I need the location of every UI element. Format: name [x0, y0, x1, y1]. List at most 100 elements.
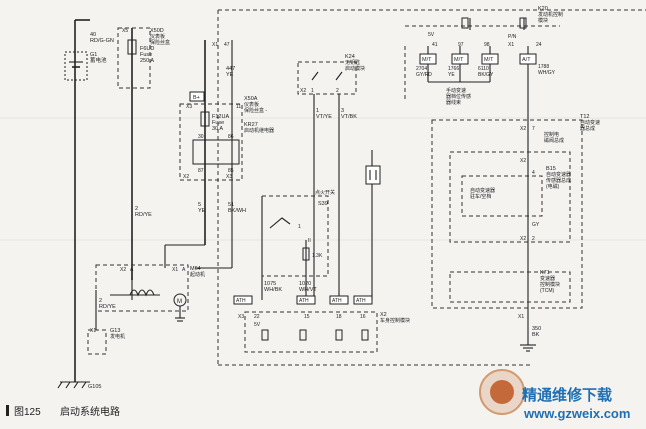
generator-ref: G13 [110, 328, 120, 334]
k20-pin-98: 98 [484, 42, 490, 48]
x50d-fuse-label: Fuse [140, 52, 152, 58]
t12-gy: GY [532, 222, 540, 228]
generator-wire-color: RD/YE [99, 304, 116, 310]
x50a-wire447c: YE [226, 72, 234, 78]
starter-wiring: 2 RD/YE 5 YE 51 BK/WH [131, 180, 246, 280]
k24-pin1: 1 [311, 88, 314, 94]
x2-pin-22: 22 [254, 314, 260, 320]
k24-w2c: VT/BK [341, 114, 357, 120]
starter-box [95, 264, 189, 312]
generator-g13: 2 RD/YE X1 G13 发电机 [87, 290, 125, 355]
x2-pin-18: 18 [336, 314, 342, 320]
signal-arrow-icon [365, 165, 381, 185]
x50d-desc1: 仪表板 [150, 33, 165, 40]
s39-box [261, 195, 329, 277]
relay-pin-86: 86 [228, 134, 234, 140]
s39-w2c: WH/VT [299, 287, 317, 293]
k24-w2: 3 [341, 108, 344, 114]
k20-ref: K20 [538, 6, 548, 12]
tr-wire-1: 2704 [416, 66, 427, 72]
relay-kr27-icon [192, 139, 240, 165]
battery-g1: 40 RD/G-GN G1 蓄电池 [64, 19, 114, 350]
x50a-fuse-label: Fuse [212, 120, 224, 126]
ground-g105: G105 [57, 350, 101, 390]
transmission-t12: T12 自动变速 器总成 X2 7 控制电 磁阀总成 X2 B15 自动变速器 … [431, 64, 600, 352]
module-k20: K20 发动机控制 模块 5V P/N X1 41 97 98 24 [404, 6, 563, 100]
watermark-url: www.gzweix.com [523, 406, 630, 421]
watermark-logo: 精通维修下载 www.gzweix.com [479, 369, 630, 421]
t12-conn2: X1 [518, 314, 524, 320]
x2-pin-16: 16 [360, 314, 366, 320]
k20-pn-label: P/N [508, 34, 517, 40]
t12-conn-b: X2 [520, 158, 526, 164]
ignition-switch-icon [269, 217, 291, 229]
t12-pin3: 2 [532, 236, 535, 242]
caption-figure-number: 图125 [14, 406, 41, 418]
tr-desc3: 器线束 [446, 99, 461, 106]
k20-desc1: 发动机控制 [538, 11, 563, 18]
ground-ref: G105 [88, 384, 101, 390]
caption-title: 启动系统电路 [60, 405, 120, 418]
k24-pin2: 2 [336, 88, 339, 94]
s39-pin1: 1 [298, 224, 301, 230]
tr-wire-color-1: GY/RD [416, 72, 432, 78]
k20-pin-97: 97 [458, 42, 464, 48]
t12-solenoid-box [449, 151, 571, 243]
k20-conn: X1 [508, 42, 514, 48]
x2-ref: X2 [380, 312, 387, 318]
starter-conn: X2 [120, 267, 126, 273]
starter-pin: A [130, 267, 134, 273]
x50a-desc1: 仪表板 [244, 101, 259, 108]
x2-conn: X3 [238, 314, 244, 320]
starter-wire3c: BK/WH [228, 208, 246, 214]
starter-wire1c: RD/YE [135, 212, 152, 218]
b15-ref: B15 [546, 166, 556, 172]
ath-label-2: ATH [299, 298, 309, 304]
x50a-conn: X3 [186, 104, 192, 110]
s39-name: 点火开关 [315, 189, 335, 196]
starter-conn2: X1 [172, 267, 178, 273]
t12-desc3: 控制电 [544, 131, 559, 138]
battery-ref: G1 [90, 52, 97, 58]
x50a-desc2: 保险丝盒 - [244, 107, 267, 114]
k24-w1: 1 [316, 108, 319, 114]
t12-conn: X2 [520, 126, 526, 132]
k24-w1c: VT/YE [316, 114, 332, 120]
k20-pin-24: 24 [536, 42, 542, 48]
x50d-fuse: F6UD [140, 46, 154, 52]
b15-box [461, 175, 543, 217]
t12-desc2: 器总成 [580, 125, 595, 132]
starter-wire3: 51 [228, 202, 234, 208]
motor-m-glyph: M [177, 299, 182, 305]
k71-desc2: 控制模块 [540, 281, 560, 288]
tr-desc1: 手动变速 [446, 87, 466, 94]
at-label: A/T [522, 57, 531, 63]
k24-switch-icon [311, 71, 343, 81]
starter-pin2: A [182, 267, 186, 273]
k20-conn-left: X1 [212, 42, 218, 48]
t12-conn-c: X2 [520, 236, 526, 242]
ath-label-1: ATH [236, 298, 246, 304]
battery-wire-size: 40 [90, 32, 96, 38]
battery-wire-color: RD/G-GN [90, 38, 114, 44]
tr-desc2: 器档位传感 [446, 93, 471, 100]
s39-w1c: WH/BK [264, 287, 282, 293]
fuse-f12ua-icon [200, 111, 210, 127]
k20-desc2: 模块 [538, 17, 548, 24]
x2-box [244, 311, 378, 353]
solenoid-coil-icon [129, 289, 155, 297]
x50a-box [179, 103, 243, 181]
k20-5v: 5V [428, 32, 435, 38]
fusebox-x50d: X5 X50D 仪表板 保险丝盒 F6UD Fuse 250 A [117, 27, 170, 280]
x50a-wire447: 447 [226, 66, 235, 72]
generator-name: 发电机 [110, 333, 125, 340]
ath-3 [329, 295, 349, 305]
battery-box [64, 51, 88, 81]
x50d-ref: X50D [150, 28, 164, 34]
x50d-conn: X5 [122, 28, 128, 34]
t12-box [431, 119, 583, 309]
tr-wire-4: 1788 [538, 64, 549, 70]
relay-pin-87: 87 [198, 168, 204, 174]
